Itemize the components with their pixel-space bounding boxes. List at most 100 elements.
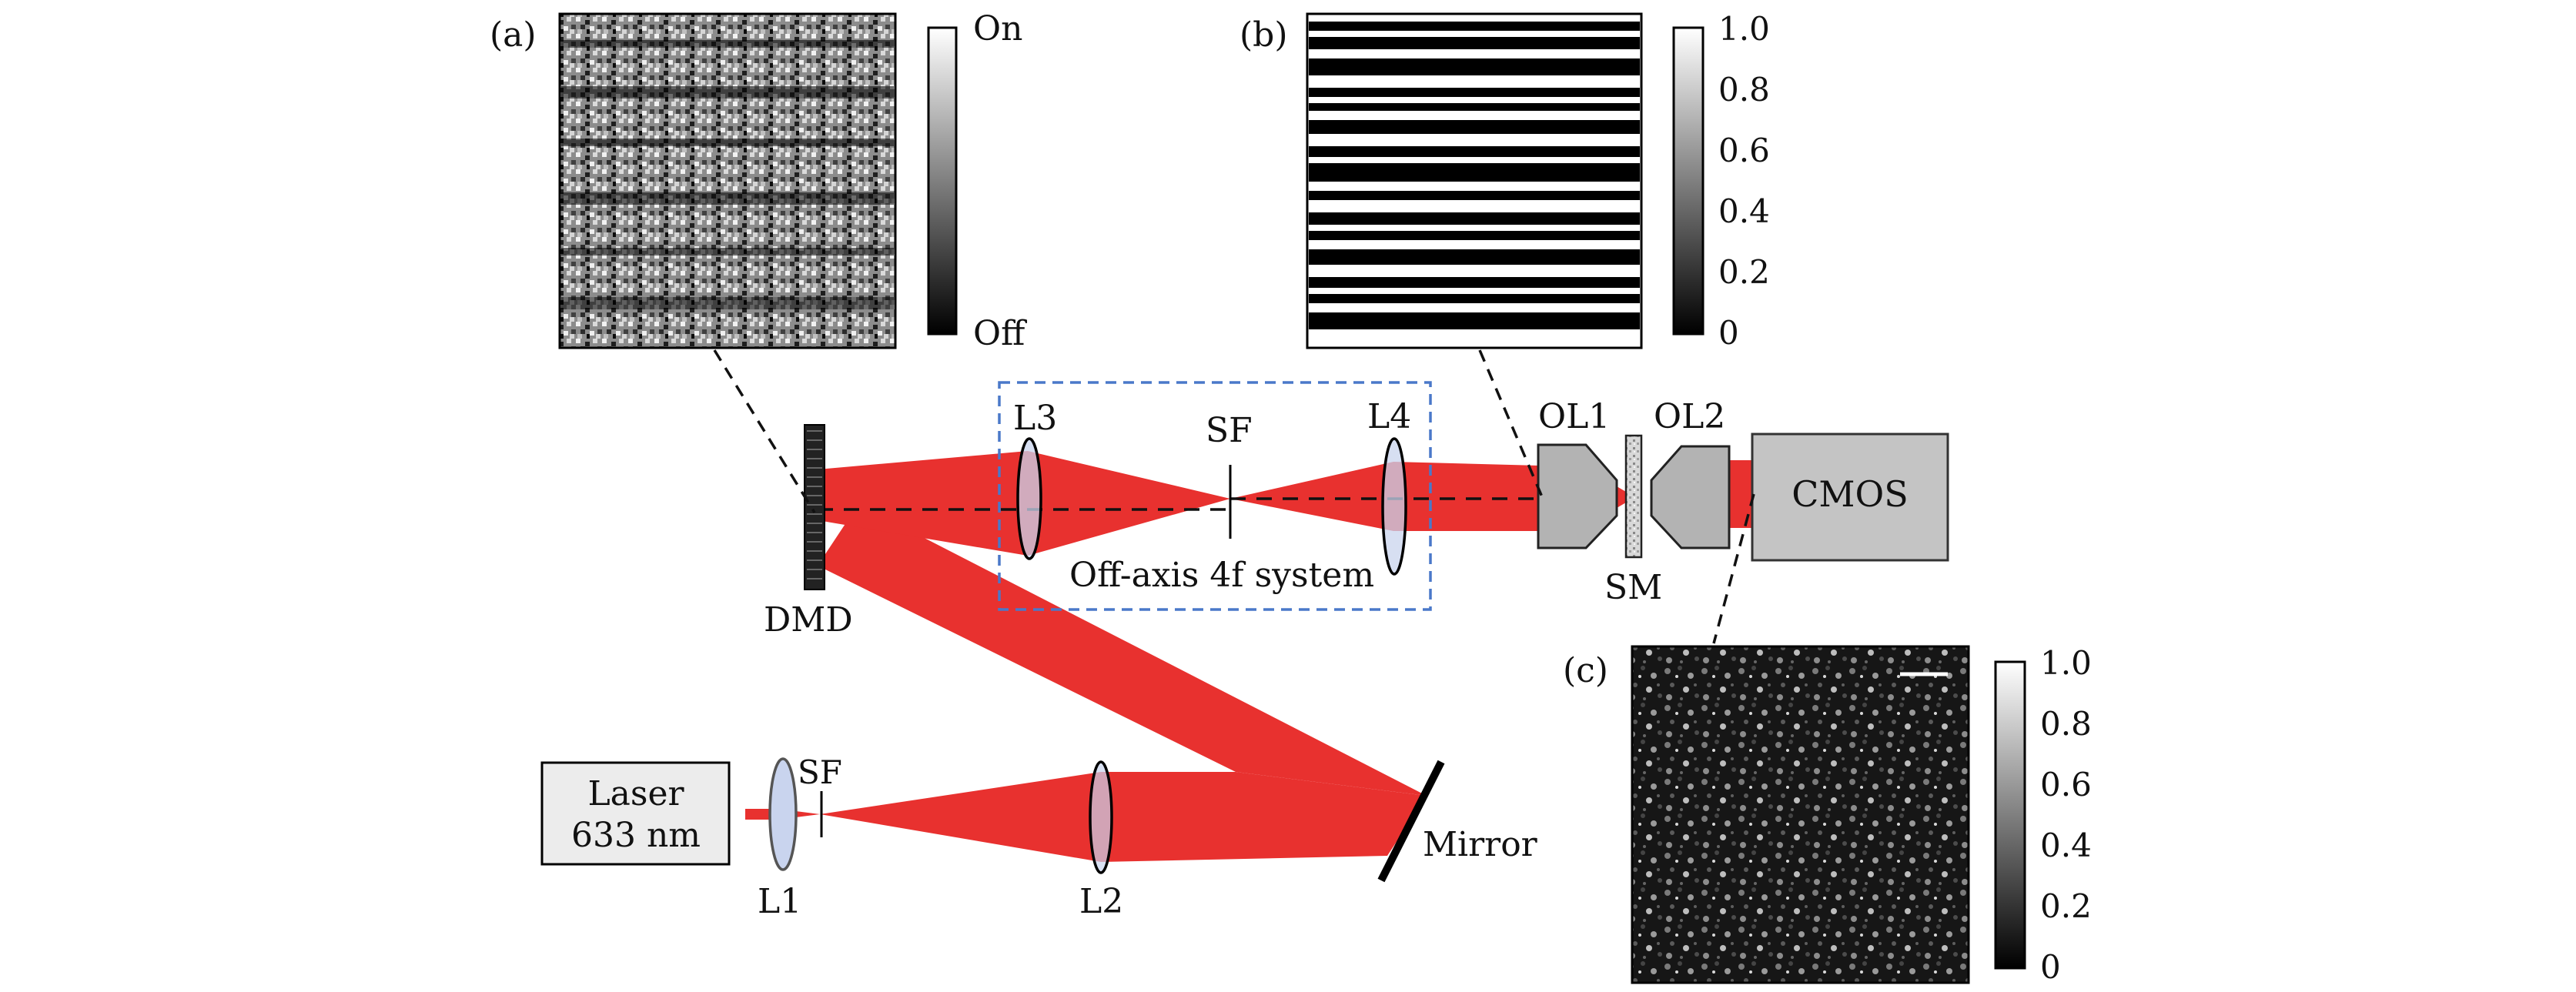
- fringe-stripe: [1309, 163, 1640, 182]
- lens-l4-label: L4: [1367, 397, 1411, 436]
- beam-dmd-to-l3: [818, 451, 1028, 556]
- colorbar-b: [1672, 26, 1705, 336]
- colorbar-b-tick: 0.6: [1718, 132, 1770, 169]
- laser-label-line1: Laser: [587, 774, 684, 813]
- laser-source: Laser 633 nm: [540, 761, 731, 866]
- panel-b: (b) 1.0 0.8 0.6 0.4 0.2 0: [1239, 10, 1770, 352]
- dmd-label: DMD: [764, 600, 853, 640]
- fringe-stripe: [1309, 277, 1640, 288]
- colorbar-c-tick: 0.8: [2040, 705, 2092, 743]
- fringe-stripe: [1309, 294, 1640, 303]
- fringe-stripe: [1309, 249, 1640, 265]
- lens-l3: L3: [1013, 399, 1057, 560]
- beam-l2-to-mirror: [1101, 772, 1427, 862]
- panel-c: (c) 1.0 0.8 0.6 0.4 0.2 0: [1563, 644, 2092, 986]
- beam-l4-to-ol1: [1393, 462, 1540, 531]
- colorbar-c-tick: 1.0: [2040, 644, 2092, 682]
- fringe-stripe: [1309, 103, 1640, 111]
- beam-sf-to-l4: [1230, 462, 1393, 531]
- colorbar-c-tick: 0.4: [2040, 827, 2092, 864]
- fringe-stripe: [1309, 212, 1640, 225]
- cmos-camera: CMOS: [1751, 433, 1949, 562]
- off-axis-4f-box: [998, 381, 1432, 611]
- dmd-pattern-band: [561, 86, 894, 99]
- colorbar-b-tick: 0.8: [1718, 71, 1770, 109]
- fringe-stripe: [1309, 58, 1640, 75]
- panel-c-label: (c): [1563, 651, 1608, 690]
- ol1-label: OL1: [1538, 397, 1610, 436]
- mirror: Mirror: [1377, 760, 1538, 883]
- beam-mirror-to-dmd: [818, 504, 1427, 796]
- lens-l1-label: L1: [758, 882, 801, 921]
- fringe-stripe: [1309, 120, 1640, 134]
- leader-line-a: [713, 349, 816, 513]
- beam-l3-to-sf: [1028, 451, 1230, 556]
- scattering-medium: SM: [1604, 434, 1662, 607]
- scattering-medium-slab: [1624, 434, 1643, 559]
- dmd-pattern-band: [561, 248, 894, 256]
- dmd: DMD: [764, 424, 853, 640]
- laser-box: [540, 761, 731, 866]
- dmd-pattern-image: [558, 12, 897, 349]
- off-axis-4f-label: Off-axis 4f system: [1069, 556, 1374, 595]
- spatial-filter-2-label: SF: [1206, 411, 1253, 450]
- fringe-stripes: [1309, 22, 1640, 329]
- colorbar-c-ticks: 1.0 0.8 0.6 0.4 0.2 0: [2040, 644, 2092, 986]
- objective-lens-ol2: OL2: [1650, 397, 1731, 549]
- spatial-filter-1: SF: [798, 753, 842, 837]
- laser-beam: [745, 451, 1754, 862]
- lens-l3-label: L3: [1013, 399, 1057, 438]
- lens-l2-shape: [1089, 760, 1113, 874]
- scattering-medium-label: SM: [1604, 568, 1662, 607]
- lens-l2-label: L2: [1079, 882, 1123, 921]
- laser-label-line2: 633 nm: [571, 816, 701, 855]
- colorbar-a-bottom-label: Off: [973, 314, 1027, 353]
- dmd-pattern-band: [561, 139, 894, 146]
- spatial-filter-2: SF: [1206, 411, 1253, 539]
- beam-ol2-to-cmos: [1726, 460, 1754, 528]
- fringe-stripe: [1309, 88, 1640, 97]
- fringe-stripe: [1309, 312, 1640, 329]
- leader-line-c: [1712, 493, 1755, 644]
- lens-l4-shape: [1381, 437, 1407, 576]
- fringe-stripe: [1309, 191, 1640, 200]
- colorbar-b-tick: 0.4: [1718, 192, 1770, 230]
- dmd-body: [804, 424, 825, 590]
- colorbar-a-top-label: On: [973, 9, 1022, 48]
- lens-l3-shape: [1016, 437, 1042, 560]
- fringe-stripe: [1309, 231, 1640, 240]
- fringe-stripe: [1309, 146, 1640, 157]
- objective-lens-ol1: OL1: [1537, 397, 1618, 549]
- panel-b-label: (b): [1239, 15, 1288, 55]
- mirror-surface: [1377, 760, 1445, 883]
- dmd-pattern-band: [561, 192, 894, 205]
- mirror-label: Mirror: [1423, 825, 1538, 864]
- speckle-image: [1631, 645, 1970, 984]
- colorbar-b-ticks: 1.0 0.8 0.6 0.4 0.2 0: [1718, 10, 1770, 352]
- colorbar-c-tick: 0: [2040, 948, 2061, 986]
- colorbar-c-tick: 0.6: [2040, 766, 2092, 803]
- colorbar-c-tick: 0.2: [2040, 887, 2092, 925]
- lens-l2: L2: [1079, 760, 1123, 921]
- fringe-stripe: [1309, 37, 1640, 49]
- ol1-shape: [1537, 443, 1618, 549]
- lens-l4: L4: [1367, 397, 1411, 576]
- dmd-pattern-band: [561, 40, 894, 48]
- beam-sf-to-l2: [820, 772, 1101, 862]
- panel-a: (a) On Off: [490, 9, 1027, 353]
- colorbar-c: [1994, 660, 2026, 970]
- ol2-label: OL2: [1654, 397, 1725, 436]
- spatial-filter-1-label: SF: [798, 753, 842, 791]
- cmos-label: CMOS: [1791, 473, 1909, 515]
- dmd-pattern-dark-bands: [561, 40, 894, 309]
- colorbar-b-tick: 0: [1718, 314, 1739, 352]
- colorbar-a: [927, 26, 958, 336]
- fringe-stripe: [1309, 22, 1640, 31]
- lens-l1-shape: [768, 757, 798, 871]
- colorbar-b-tick: 0.2: [1718, 253, 1770, 291]
- dmd-pattern-band: [561, 297, 894, 309]
- panel-a-label: (a): [490, 15, 537, 55]
- colorbar-b-tick: 1.0: [1718, 10, 1770, 48]
- dmd-pixel-marks: [807, 430, 822, 580]
